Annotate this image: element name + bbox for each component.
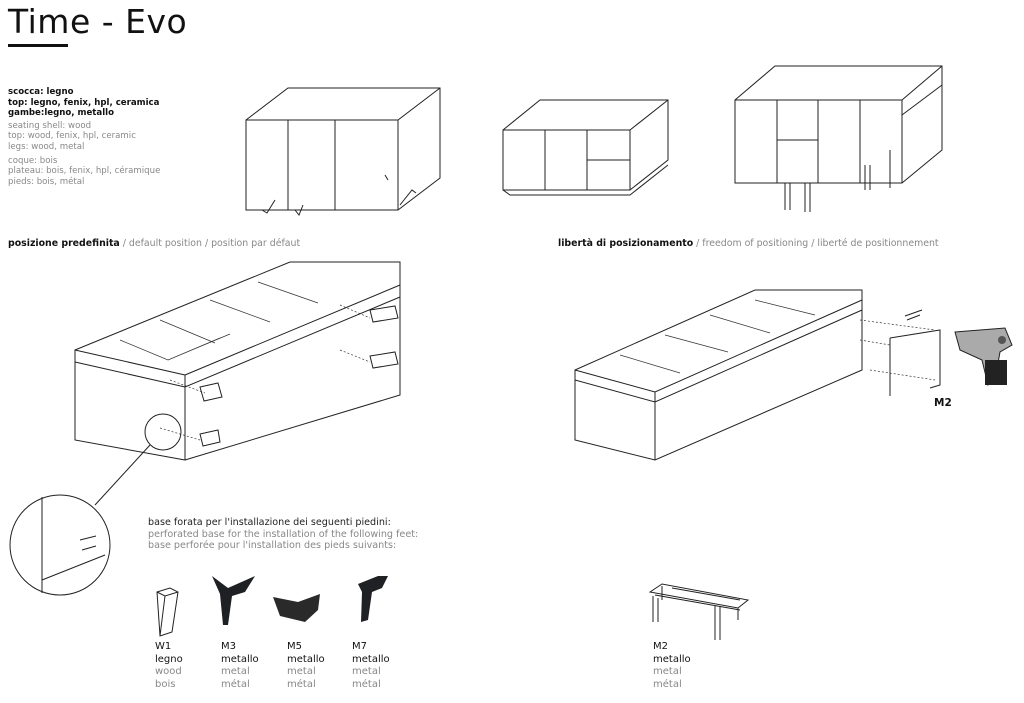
foot-code: W1 [155, 641, 172, 652]
foot-material-fr: métal [287, 678, 316, 690]
caption-rest: / default position / position par défaut [119, 238, 301, 249]
foot-code: M7 [352, 641, 367, 652]
foot-material-en: metal [653, 666, 682, 677]
foot-m5-drawing [273, 594, 320, 622]
foot-item-w1: W1 legno wood bois [155, 641, 183, 691]
drill-icon [954, 327, 1013, 386]
feet-caption-fr: base perforée pour l'installation des pi… [148, 540, 397, 551]
caption-rest: / freedom of positioning / liberté de po… [693, 238, 939, 249]
drill-m2-label: M2 [934, 397, 952, 409]
caption-it: posizione predefinita [8, 238, 120, 249]
sideboard-three-doors-drawing [245, 87, 441, 216]
spec-fr-2: pieds: bois, métal [8, 176, 85, 187]
spec-fr-1: plateau: bois, fenix, hpl, céramique [8, 166, 161, 177]
tv-unit-drawing [502, 99, 669, 196]
foot-material-fr: métal [221, 678, 250, 690]
foot-material-en: metal [287, 666, 316, 677]
foot-code: M5 [287, 641, 302, 652]
spec-it-1: top: legno, fenix, hpl, ceramica [8, 97, 160, 108]
foot-material-it: metallo [221, 653, 259, 665]
feet-caption: base forata per l'installazione dei segu… [148, 517, 418, 552]
foot-material-fr: métal [653, 678, 682, 690]
foot-material-it: metallo [287, 653, 325, 665]
foot-m2-drawing [648, 583, 750, 640]
foot-material-en: wood [155, 666, 182, 677]
sideboard-base-default-drawing [9, 261, 401, 596]
spec-it-0: scocca: legno [8, 87, 74, 97]
spec-en-1: top: wood, fenix, hpl, ceramic [8, 131, 136, 142]
spec-it-2: gambe:legno, metallo [8, 108, 115, 119]
sideboard-base-freedom-drawing [574, 289, 941, 461]
foot-code: M2 [653, 641, 668, 652]
caption-default-position: posizione predefinita / default position… [8, 238, 300, 249]
spec-en-2: legs: wood, metal [8, 141, 85, 152]
foot-m3-drawing [212, 576, 255, 625]
foot-material-it: legno [155, 653, 183, 665]
page-title: Time - Evo [8, 2, 188, 41]
caption-freedom-positioning: libertà di posizionamento / freedom of p… [558, 238, 939, 249]
foot-material-it: metallo [352, 653, 390, 665]
caption-it: libertà di posizionamento [558, 238, 694, 249]
specs-block: scocca: legno top: legno, fenix, hpl, ce… [8, 87, 160, 187]
foot-item-m5: M5 metallo metal métal [287, 641, 325, 691]
foot-material-fr: bois [155, 678, 176, 690]
foot-material-fr: métal [352, 678, 381, 690]
title-underline [8, 44, 68, 47]
foot-item-m2: M2 metallo metal métal [653, 641, 691, 691]
foot-material-en: metal [221, 666, 250, 677]
spec-en-0: seating shell: wood [8, 120, 92, 131]
foot-w1-drawing [156, 587, 179, 637]
sideboard-open-drawing [734, 65, 943, 212]
foot-item-m7: M7 metallo metal métal [352, 641, 390, 691]
spec-fr-0: coque: bois [8, 155, 58, 166]
foot-m7-drawing [358, 576, 388, 622]
feet-caption-it: base forata per l'installazione dei segu… [148, 517, 391, 528]
foot-material-it: metallo [653, 653, 691, 665]
feet-caption-en: perforated base for the installation of … [148, 528, 419, 540]
foot-material-en: metal [352, 666, 381, 677]
foot-item-m3: M3 metallo metal métal [221, 641, 259, 691]
foot-code: M3 [221, 641, 236, 652]
